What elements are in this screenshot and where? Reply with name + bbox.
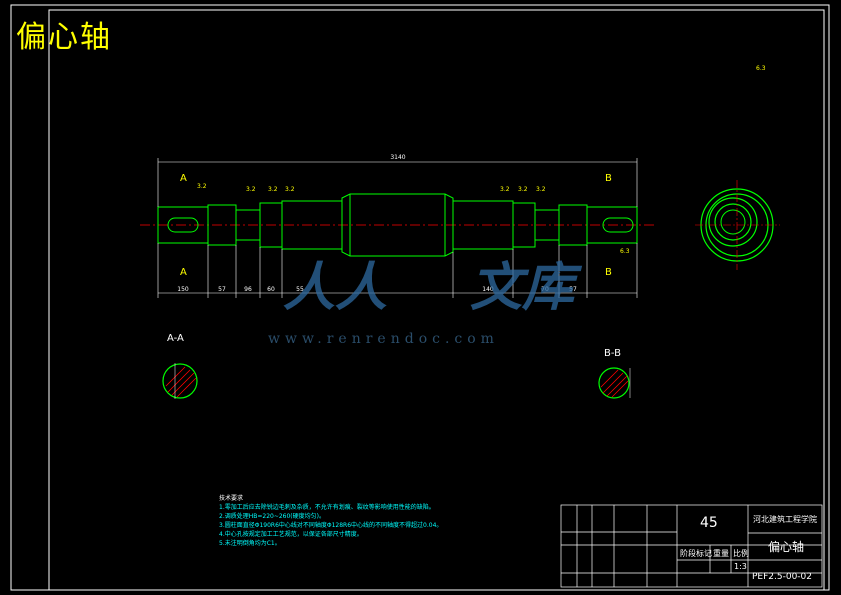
title-block-material: 45 bbox=[700, 515, 718, 531]
cut-labels: A A B B bbox=[180, 173, 612, 278]
title-block-scale: 1:3 bbox=[734, 562, 747, 571]
roughness-6: 3.2 bbox=[518, 186, 528, 193]
cut-b-top: B bbox=[605, 173, 612, 184]
technical-note: 1.零加工后应去除锐边毛刺及杂质，不允许有划痕、裂纹等影响使用性能的缺陷。 bbox=[219, 504, 435, 511]
page-title: 偏心轴 bbox=[16, 20, 112, 55]
cut-a-bottom: A bbox=[180, 267, 187, 278]
technical-note: 4.中心孔按规定加工工艺规范，以保证各部尺寸精度。 bbox=[219, 531, 363, 538]
title-block-scale-label: 比例 bbox=[733, 549, 749, 558]
title-block-drawing-number: PEF2.5-00-02 bbox=[752, 572, 813, 582]
technical-note: 5.未注明倒角均为C1。 bbox=[219, 540, 281, 547]
section-a-label: A-A bbox=[167, 333, 184, 344]
shaft-main-view bbox=[157, 193, 638, 257]
dim-6: 140 bbox=[482, 286, 494, 293]
watermark-logo-left: 人人 bbox=[283, 258, 388, 318]
dim-1: 150 bbox=[177, 286, 189, 293]
bottom-dimension-chain: 150 57 96 60 55 140 70 57 bbox=[177, 286, 577, 293]
roughness-general: 6.3 bbox=[756, 65, 766, 72]
technical-notes: 技术要求 1.零加工后应去除锐边毛刺及杂质，不允许有划痕、裂纹等影响使用性能的缺… bbox=[219, 494, 442, 548]
section-a-view bbox=[162, 363, 198, 399]
technical-notes-heading: 技术要求 bbox=[219, 495, 244, 502]
title-block-grid bbox=[560, 504, 823, 588]
roughness-7: 3.2 bbox=[536, 186, 546, 193]
watermark-logo-right: 文库 bbox=[470, 258, 575, 318]
roughness-8: 6.3 bbox=[620, 248, 630, 255]
roughness-1: 3.2 bbox=[197, 183, 207, 190]
roughness-4: 3.2 bbox=[285, 186, 295, 193]
dimension-lines bbox=[157, 158, 638, 298]
dim-4: 60 bbox=[267, 286, 275, 293]
section-b-label: B-B bbox=[604, 348, 621, 359]
technical-note: 3.圆柱面直径Φ190R6中心线对不同轴度Φ128R6中心线的不同轴度不得超过0… bbox=[219, 522, 443, 529]
dim-5: 55 bbox=[296, 286, 304, 293]
roughness-2: 3.2 bbox=[246, 186, 256, 193]
roughness-3: 3.2 bbox=[268, 186, 278, 193]
dim-7: 70 bbox=[541, 286, 549, 293]
dim-8: 57 bbox=[569, 286, 577, 293]
title-block-weight-label: 重量 bbox=[713, 549, 729, 558]
roughness-symbols: 3.2 3.2 3.2 3.2 3.2 3.2 3.2 6.3 6.3 bbox=[197, 65, 766, 255]
cut-a-top: A bbox=[180, 173, 187, 184]
overall-length-dimension: 3140 bbox=[390, 154, 405, 161]
title-block-school: 河北建筑工程学院 bbox=[753, 515, 817, 524]
technical-note: 2.调质处理HB=220~260(硬度均匀)。 bbox=[219, 513, 325, 520]
title-block-stage-label: 阶段标记 bbox=[680, 549, 712, 558]
dim-2: 57 bbox=[218, 286, 226, 293]
section-b-view bbox=[598, 367, 631, 399]
end-view bbox=[695, 180, 780, 270]
title-block-part-name: 偏心轴 bbox=[768, 540, 805, 554]
watermark-url: www.renrendoc.com bbox=[268, 331, 499, 347]
cut-b-bottom: B bbox=[605, 267, 612, 278]
roughness-5: 3.2 bbox=[500, 186, 510, 193]
inner-border bbox=[48, 9, 825, 591]
dim-3: 96 bbox=[244, 286, 252, 293]
